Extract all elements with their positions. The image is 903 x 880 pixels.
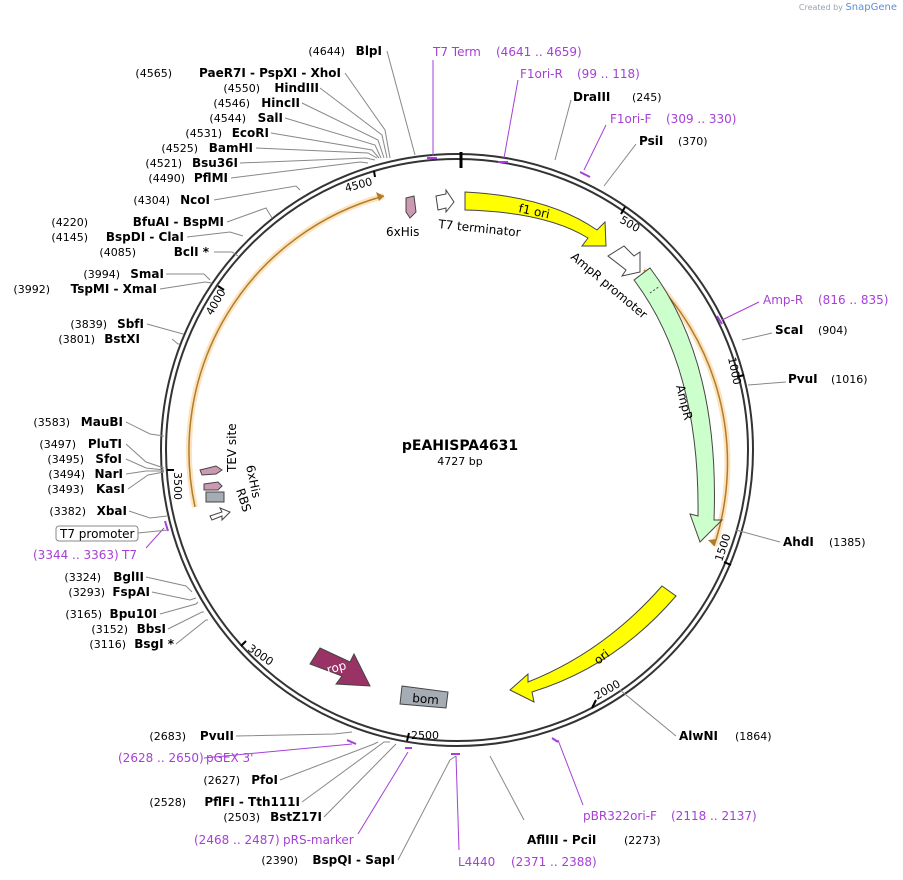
tick-marks <box>167 170 745 742</box>
right-leader-lines <box>489 99 787 821</box>
his6-left-label: 6xHis <box>243 464 264 500</box>
t7-promoter-label-box <box>55 525 139 542</box>
primer-labels: T7 Term(4641 .. 4659) F1ori-R(99 .. 118)… <box>33 45 888 869</box>
site-3992: (3992)TspMI - XmaI <box>13 282 157 296</box>
site-4550: (4550)HindIII <box>223 81 319 95</box>
his6-top-marker <box>405 195 417 219</box>
site-3839: (3839)SbfI <box>70 317 144 331</box>
ampr-promoter-arrow <box>607 245 641 277</box>
ampr-gene-arrow <box>633 267 724 543</box>
site-3165: (3165)Bpu10I <box>65 607 157 621</box>
credit-prefix: Created by <box>798 3 843 12</box>
site-2390: (2390)BspQI - SapI <box>261 853 395 867</box>
rop-label: rop <box>325 658 348 677</box>
site-245: DraIII(245) <box>573 90 662 104</box>
site-904: ScaI(904) <box>775 323 848 337</box>
tick-1000: 1000 <box>725 356 744 386</box>
site-1385: AhdI(1385) <box>783 535 866 549</box>
f1-ori-arrow <box>464 191 607 247</box>
t7-promoter-leader <box>137 529 169 534</box>
orf-line-left <box>188 195 385 508</box>
right-site-labels: DraIII(245) PsiI(370) ScaI(904) PvuI(101… <box>527 90 868 847</box>
ori-arrow <box>509 585 677 703</box>
site-3493: (3493)KasI <box>47 482 125 496</box>
snapgene-credit: Created by SnapGene <box>799 2 897 13</box>
primer-t7-term: T7 Term(4641 .. 4659) <box>432 45 582 59</box>
site-4565: (4565)PaeR7I - PspXI - XhoI <box>135 66 341 80</box>
site-4304: (4304)NcoI <box>133 193 210 207</box>
tick-2500: 2500 <box>411 729 439 742</box>
rop-arrow <box>309 647 371 687</box>
site-1864: AlwNI(1864) <box>679 729 772 743</box>
primer-l4440: L4440(2371 .. 2388) <box>458 855 597 869</box>
t7-terminator-label: T7 terminator <box>437 217 522 240</box>
f1-ori-label: f1 ori <box>517 201 551 221</box>
site-4525: (4525)BamHI <box>161 141 253 155</box>
site-3382: (3382)XbaI <box>49 504 127 518</box>
site-4544: (4544)SalI <box>209 111 283 125</box>
site-3116: (3116)BsgI * <box>89 637 174 651</box>
primer-prs-marker: (2468 .. 2487)pRS-marker <box>194 833 354 847</box>
left-site-labels: (4644)BlpI (4565)PaeR7I - PspXI - XhoI (… <box>13 44 395 867</box>
credit-brand: SnapGene <box>845 2 897 13</box>
primer-amp-r: Amp-R(816 .. 835) <box>763 293 888 307</box>
primer-t7: (3344 .. 3363)T7 <box>33 548 137 562</box>
primer-f1ori-r: F1ori-R(99 .. 118) <box>520 67 640 81</box>
tick-4500: 4500 <box>343 175 373 195</box>
his6-top-label: 6xHis <box>386 225 419 239</box>
primer-leader-lines <box>145 60 760 851</box>
primer-f1ori-f: F1ori-F(309 .. 330) <box>610 112 736 126</box>
rbs-box <box>205 491 225 503</box>
t7-terminator-arrow <box>435 188 455 214</box>
site-2503: (2503)BstZ17I <box>223 810 322 824</box>
plasmid-length: 4727 bp <box>437 455 482 468</box>
orf-highlight-left <box>185 193 385 508</box>
site-2627: (2627)PfoI <box>203 773 278 787</box>
site-3801: (3801)BstXI <box>58 332 140 346</box>
site-3495: (3495)SfoI <box>47 452 122 466</box>
tick-3500: 3500 <box>171 472 184 500</box>
orf-arrowhead-left <box>376 192 384 201</box>
orf-line-right <box>643 269 729 547</box>
bom-label: bom <box>412 691 440 707</box>
site-3152: (3152)BbsI <box>91 622 166 636</box>
site-4644: (4644)BlpI <box>308 44 382 58</box>
site-4145: (4145)BspDI - ClaI <box>51 230 184 244</box>
tev-site-marker <box>199 465 223 476</box>
site-4521: (4521)Bsu36I <box>145 156 238 170</box>
site-2528: (2528)PflFI - Tth111I <box>149 795 300 809</box>
t7-promoter-label: T7 promoter <box>59 527 135 541</box>
site-3494: (3494)NarI <box>48 467 123 481</box>
primer-marks <box>164 157 723 755</box>
bom-box <box>399 685 449 709</box>
site-3497: (3497)PluTI <box>39 437 122 451</box>
site-4546: (4546)HincII <box>213 96 300 110</box>
site-2683: (2683)PvuII <box>149 729 234 743</box>
backbone-inner <box>165 158 749 742</box>
site-1016: PvuI(1016) <box>788 372 868 386</box>
site-4531: (4531)EcoRI <box>185 126 269 140</box>
site-3583: (3583)MauBI <box>33 415 123 429</box>
primer-pgex3: (2628 .. 2650)pGEX 3' <box>118 751 253 765</box>
orf-arrowhead-right <box>708 539 717 546</box>
backbone-outer <box>160 153 754 747</box>
tev-site-label: TEV site <box>225 423 239 473</box>
site-370: PsiI(370) <box>639 134 708 148</box>
his6-left-marker <box>203 481 223 491</box>
site-3994: (3994)SmaI <box>83 267 164 281</box>
site-2273: AflIII - PciI(2273) <box>527 833 661 847</box>
left-leader-lines <box>125 50 457 861</box>
site-3324: (3324)BglII <box>64 570 144 584</box>
primer-pbr322ori-f: pBR322ori-F(2118 .. 2137) <box>583 809 757 823</box>
t7-promoter-arrow <box>209 507 231 522</box>
site-4085: (4085)BclI * <box>99 245 209 259</box>
plasmid-name: pEAHISPA4631 <box>402 438 518 454</box>
site-3293: (3293)FspAI <box>68 585 150 599</box>
site-4220: (4220)BfuAI - BspMI <box>51 215 224 229</box>
site-4490: (4490)PflMI <box>148 171 228 185</box>
